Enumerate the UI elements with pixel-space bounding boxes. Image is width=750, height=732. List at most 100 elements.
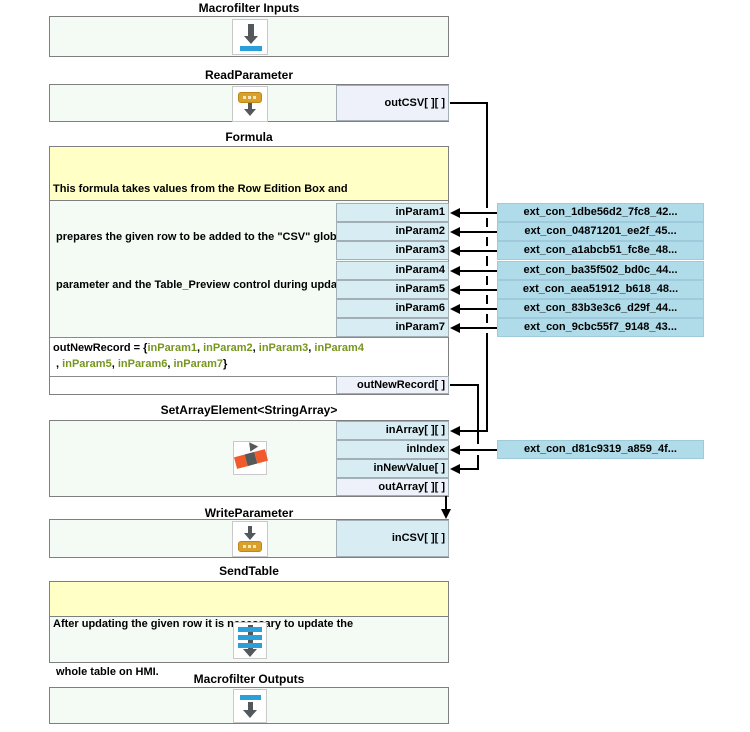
icon-arrow-head [244,533,256,540]
ext-con-label[interactable]: ext_con_83b3e3c6_d29f_44... [497,299,704,318]
icon-arrow-head [243,649,257,657]
icon-arrow-shaft [248,702,253,710]
line-segment [459,448,497,451]
line-segment [459,230,497,233]
icon-blue-bar [240,695,261,700]
arrowhead [441,509,451,519]
line-segment [459,249,497,252]
comment-line: After updating the given row it is neces… [53,618,354,630]
icon-arrow-head [244,109,256,116]
port-inIndex[interactable]: inIndex [336,440,449,459]
icon-arrow-head [243,710,257,718]
ext-con-label[interactable]: ext_con_d81c9319_a859_4f... [497,440,704,459]
icon-arrow-shaft [248,103,252,109]
block-formula[interactable]: This formula takes values from the Row E… [49,146,449,395]
ext-con-label[interactable]: ext_con_a1abcb51_fc8e_48... [497,241,704,260]
block-title-read-parameter: ReadParameter [204,68,294,82]
formula-expression[interactable]: outNewRecord = {inParam1, inParam2, inPa… [50,337,448,376]
line-segment [486,217,488,227]
line-segment [460,467,479,470]
icon-table-row [238,635,262,640]
arrowhead [450,207,460,218]
block-title-set-array-element: SetArrayElement<StringArray> [160,403,338,417]
icon-table-row [238,643,262,648]
icon-blue-bar [240,46,262,51]
port-inParam5[interactable]: inParam5 [336,280,449,299]
line-segment [486,102,488,208]
line-segment [450,384,479,386]
block-title-send-table: SendTable [219,564,279,578]
comment-line: This formula takes values from the Row E… [53,183,348,195]
line-segment [459,288,497,291]
line-segment [486,294,488,304]
send-table-comment: After updating the given row it is neces… [50,582,448,678]
block-title-macrofilter-outputs: Macrofilter Outputs [193,672,305,686]
arrowhead [450,245,460,256]
port-inParam7[interactable]: inParam7 [336,318,449,337]
arrowhead [450,444,460,455]
ext-con-label[interactable]: ext_con_1dbe56d2_7fc8_42... [497,203,704,222]
block-send-table[interactable]: After updating the given row it is neces… [49,581,449,678]
line-segment [459,307,497,310]
line-segment [459,269,497,272]
block-write-parameter[interactable]: inCSV[ ][ ] [49,519,449,558]
line-segment [477,384,479,444]
ext-con-label[interactable]: ext_con_aea51912_b618_48... [497,280,704,299]
icon-arrow-shaft [248,24,254,36]
comment-line: whole table on HMI. [53,666,159,678]
macrofilter-inputs-icon [232,19,268,55]
port-inNewValue[interactable]: inNewValue[ ] [336,459,449,478]
line-segment [486,275,488,285]
block-set-array-element[interactable]: inArray[ ][ ] inIndex inNewValue[ ] outA… [49,420,449,497]
arrowhead [450,226,460,237]
arrowhead [450,425,460,436]
port-inParam6[interactable]: inParam6 [336,299,449,318]
line-segment [486,332,488,431]
line-segment [486,313,488,323]
block-macrofilter-inputs[interactable] [49,16,449,57]
formula-expression-line: , inParam5, inParam6, inParam7} [53,358,228,370]
block-macrofilter-outputs[interactable] [49,687,449,724]
port-inParam4[interactable]: inParam4 [336,261,449,280]
send-table-icon [233,622,267,659]
port-inParam3[interactable]: inParam3 [336,241,449,260]
comment-line: prepares the given row to be added to th… [53,231,346,243]
icon-table-row [238,627,262,632]
icon-arrow-shaft [248,526,252,533]
arrowhead [450,303,460,314]
ext-con-label[interactable]: ext_con_9cbc55f7_9148_43... [497,318,704,337]
block-read-parameter[interactable]: outCSV[ ][ ] [49,84,449,122]
port-inCSV[interactable]: inCSV[ ][ ] [336,520,449,557]
arrowhead [450,265,460,276]
set-array-element-icon [233,441,269,475]
block-title-formula: Formula [225,130,273,144]
formula-expression-line: outNewRecord = {inParam1, inParam2, inPa… [53,342,364,354]
line-segment [459,326,497,329]
line-segment [477,454,479,470]
port-outCSV[interactable]: outCSV[ ][ ] [336,85,449,121]
line-segment [460,429,488,432]
ext-con-label[interactable]: ext_con_ba35f502_bd0c_44... [497,261,704,280]
line-segment [486,236,488,246]
port-inArray[interactable]: inArray[ ][ ] [336,421,449,440]
line-segment [459,211,497,214]
port-outNewRecord[interactable]: outNewRecord[ ] [336,376,449,394]
block-title-write-parameter: WriteParameter [204,506,294,520]
port-inParam1[interactable]: inParam1 [336,203,449,222]
write-parameter-icon [232,521,268,557]
ext-con-label[interactable]: ext_con_04871201_ee2f_45... [497,222,704,241]
port-outArray[interactable]: outArray[ ][ ] [336,478,449,496]
arrowhead [450,322,460,333]
line-segment [450,102,488,104]
block-title-macrofilter-inputs: Macrofilter Inputs [198,1,300,15]
read-parameter-icon [232,86,268,122]
arrowhead [450,284,460,295]
line-segment [486,255,488,266]
arrowhead [450,463,460,474]
icon-arrow-head [244,36,258,44]
line-segment [445,496,447,510]
formula-output-row: outNewRecord[ ] [50,376,449,394]
port-inParam2[interactable]: inParam2 [336,222,449,241]
formula-comment: This formula takes values from the Row E… [50,147,448,291]
